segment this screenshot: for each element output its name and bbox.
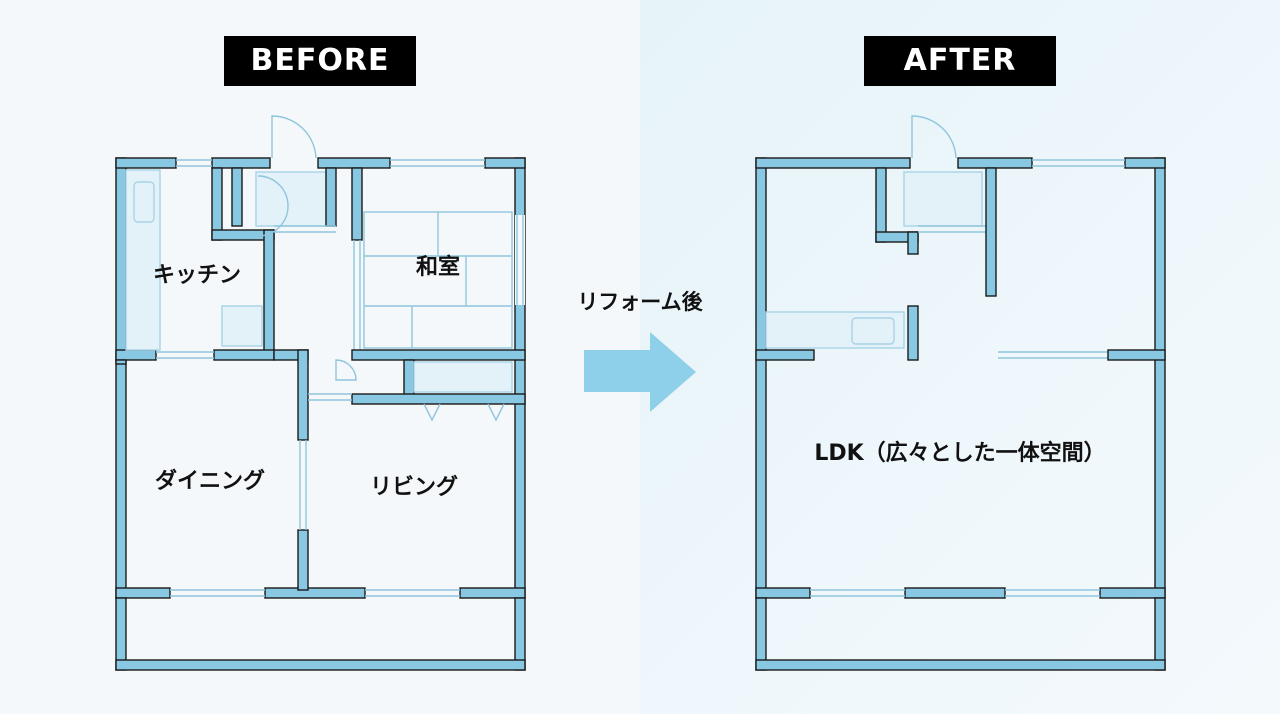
- before-wall-bottom-a: [115, 587, 171, 599]
- after-wall-genkan-stub: [907, 231, 919, 255]
- after-wall-left: [755, 157, 767, 599]
- after-wall-room-divider: [985, 167, 997, 297]
- transition-arrow-icon: [584, 332, 696, 412]
- before-wall-washitsu-bottom: [351, 349, 526, 361]
- after-balcony-right: [1154, 597, 1166, 671]
- before-wall-closet-right: [325, 167, 337, 227]
- before-closet: [255, 171, 327, 227]
- before-room-washitsu: 和室: [416, 254, 460, 280]
- after-kitchen-sink-icon: [851, 317, 895, 345]
- before-balcony-left: [115, 597, 127, 671]
- before-label: BEFORE: [224, 36, 416, 86]
- after-closet: [903, 171, 983, 227]
- before-wall-hall-left: [297, 349, 309, 441]
- before-wall-top-b: [211, 157, 271, 169]
- before-room-dining: ダイニング: [155, 468, 265, 494]
- after-entrance-door-icon: [911, 115, 957, 159]
- after-wall-kitchen-end: [907, 305, 919, 361]
- before-wall-closet-left: [231, 167, 243, 227]
- before-wall-top-d: [484, 157, 526, 169]
- after-wall-top-a: [755, 157, 911, 169]
- transition-label: リフォーム後: [577, 290, 703, 314]
- before-entrance-door-icon: [271, 115, 317, 159]
- before-kitchen-sink-icon: [133, 181, 155, 223]
- before-storage: [413, 361, 513, 393]
- after-balcony-left: [755, 597, 767, 671]
- before-tatami: [363, 211, 513, 349]
- after-room-ldk: LDK（広々とした一体空間）: [814, 440, 1105, 466]
- after-wall-bottom-b: [904, 587, 1006, 599]
- before-room-kitchen: キッチン: [153, 263, 241, 288]
- after-plan: LDK（広々とした一体空間）: [755, 115, 1166, 671]
- before-plan: キッチン 和室 ダイニング リビング: [115, 115, 526, 671]
- after-wall-kitchen-bottom: [755, 349, 815, 361]
- after-wall-genkan-left: [875, 167, 887, 243]
- before-wall-top-c: [317, 157, 391, 169]
- before-wall-kitchen-bottom-b: [213, 349, 275, 361]
- before-balcony-bottom: [115, 659, 526, 671]
- before-wall-dining-living-lower: [297, 529, 309, 591]
- before-wall-storage-bottom: [351, 393, 526, 405]
- before-fridge-icon: [221, 305, 263, 347]
- after-wall-partition-right: [1107, 349, 1166, 361]
- before-wall-kitchen-bottom-a: [115, 349, 157, 361]
- before-wall-kitchen-partition: [211, 167, 223, 241]
- after-balcony-bottom: [755, 659, 1166, 671]
- after-wall-top-b: [957, 157, 1033, 169]
- before-wall-hall-right-a: [351, 167, 363, 241]
- after-wall-bottom-a: [755, 587, 811, 599]
- before-wall-bottom-c: [459, 587, 526, 599]
- before-wall-dining-top: [115, 359, 127, 365]
- before-room-living: リビング: [370, 474, 458, 500]
- before-wall-top-a: [115, 157, 177, 169]
- after-wall-bottom-c: [1099, 587, 1166, 599]
- after-label: AFTER: [864, 36, 1056, 86]
- before-wall-left: [115, 157, 127, 599]
- before-balcony-right: [514, 597, 526, 671]
- after-wall-right: [1154, 157, 1166, 599]
- after-wall-top-c: [1124, 157, 1166, 169]
- before-wall-kitchen-right: [263, 229, 275, 353]
- before-wall-bottom-b: [264, 587, 366, 599]
